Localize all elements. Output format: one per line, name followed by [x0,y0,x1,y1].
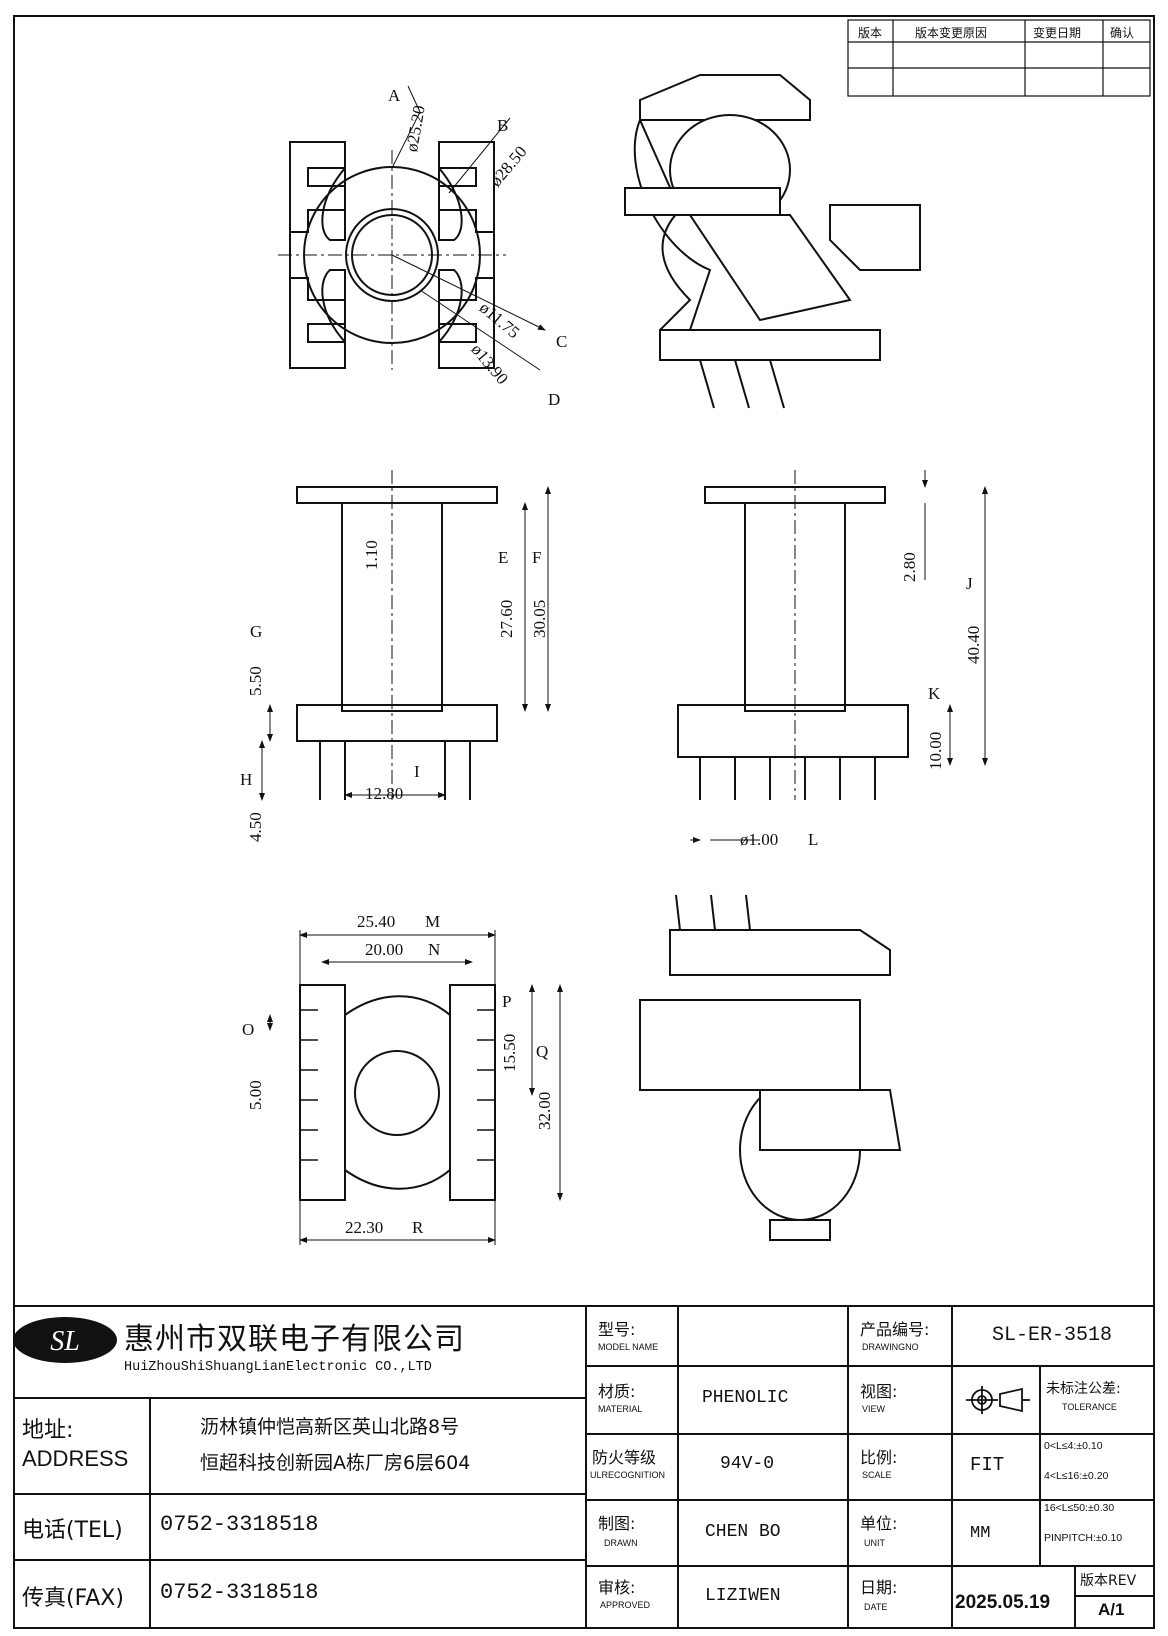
callout-letter-e: E [498,548,509,567]
dim-q-value: 32.00 [535,1091,554,1130]
callout-letter-d: D [548,390,561,409]
unit-label-en: UNIT [864,1538,885,1548]
rev-header-date: 变更日期 [1033,26,1082,40]
fire-value: 94V-0 [720,1454,775,1474]
callout-letter-r: R [412,1218,424,1237]
rev-header-version: 版本 [858,26,883,40]
tel-label: 电话(TEL) [22,1518,123,1543]
dim-r-value: 22.30 [345,1218,384,1237]
date-value: 2025.05.19 [955,1592,1051,1613]
tolerance-line-3: 16<L≤50:±0.30 [1044,1502,1115,1514]
callout-letter-p: P [502,992,512,1011]
scale-label-en: SCALE [862,1470,892,1480]
dim-2-80: 2.80 [900,552,919,582]
rev-value: A/1 [1098,1600,1125,1619]
rev-header-confirm: 确认 [1110,26,1135,40]
dim-h-value: 4.50 [246,812,265,842]
dim-g-value: 5.50 [246,666,265,696]
drawn-value: CHEN BO [705,1522,781,1542]
fax-value: 0752-3318518 [160,1580,319,1605]
sheet-border [13,15,1155,1629]
iso-view-bottom [639,894,902,1241]
scale-value: FIT [970,1454,1005,1476]
tolerance-line-2: 4<L≤16:±0.20 [1044,1470,1109,1482]
bottom-view [299,984,496,1201]
iso-view-top [624,74,921,409]
callout-letter-l: L [808,830,819,849]
callout-letter-c: C [556,332,568,351]
callout-letter-o: O [242,1020,255,1039]
callout-letter-f: F [532,548,542,567]
tolerance-label-en: TOLERANCE [1062,1402,1117,1412]
dim-j-value: 40.40 [964,625,983,664]
drawing-no-label-en: DRAWINGNO [862,1342,919,1352]
callout-letter-q: Q [536,1042,549,1061]
fire-label-cn: 防火等级 [592,1448,657,1467]
drawn-label-en: DRAWN [604,1538,638,1548]
address-line-1: 沥林镇仲恺高新区英山北路8号 [200,1416,460,1438]
tolerance-label-cn: 未标注公差: [1046,1381,1121,1397]
dim-f-value: 30.05 [530,599,549,638]
projection-symbol-icon [966,1386,1030,1414]
callout-letter-h: H [240,770,253,789]
tolerance-line-1: 0<L≤4:±0.10 [1044,1440,1103,1452]
address-label-cn: 地址: [22,1418,74,1443]
front-view [296,486,498,800]
model-label-cn: 型号: [598,1320,636,1339]
side-view [677,486,909,800]
model-label-en: MODEL NAME [598,1342,659,1352]
scale-label-cn: 比例: [860,1448,898,1467]
callout-letter-k: K [928,684,941,703]
material-value: PHENOLIC [702,1388,789,1408]
dim-e-value: 27.60 [497,599,516,638]
dim-1-10: 1.10 [362,540,381,570]
tel-value: 0752-3318518 [160,1512,319,1537]
callout-letter-j: J [966,574,973,593]
unit-label-cn: 单位: [860,1514,898,1533]
callout-letter-m: M [425,912,441,931]
callout-letter-b: B [497,116,509,135]
fax-label: 传真(FAX) [22,1586,124,1611]
approved-value: LIZIWEN [705,1586,781,1606]
drawn-label-cn: 制图: [598,1514,636,1533]
unit-value: MM [970,1524,991,1543]
fire-label-en: ULRECOGNITION [590,1470,666,1480]
date-label-cn: 日期: [860,1578,898,1597]
dim-k-value: 10.00 [926,731,945,770]
material-label-cn: 材质: [598,1382,636,1401]
svg-text:SL: SL [50,1326,80,1357]
dim-i-value: 12.80 [365,784,404,803]
drawing-no-label-cn: 产品编号: [860,1320,930,1339]
company-name-en: HuiZhouShiShuangLianElectronic CO.,LTD [124,1360,432,1375]
rev-header-reason: 版本变更原因 [915,26,988,40]
callout-letter-a: A [388,86,401,105]
callout-letter-i: I [414,762,420,781]
callout-letter-n: N [428,940,441,959]
bottom-view-dims [267,930,563,1245]
dim-p-value: 15.50 [500,1033,519,1072]
date-label-en: DATE [864,1602,888,1612]
dim-n-value: 20.00 [365,940,404,959]
tolerance-line-4: PINPITCH:±0.10 [1044,1532,1123,1544]
address-label-en: ADDRESS [22,1446,129,1471]
approved-label-en: APPROVED [600,1600,651,1610]
side-view-dims [690,470,988,843]
approved-label-cn: 审核: [598,1578,636,1597]
view-label-cn: 视图: [860,1382,898,1401]
callout-letter-g: G [250,622,263,641]
front-view-dims [259,486,551,801]
dim-l-value: ø1.00 [740,830,779,849]
dim-m-value: 25.40 [357,912,396,931]
dim-o-value: 5.00 [246,1080,265,1110]
material-label-en: MATERIAL [598,1404,643,1414]
company-logo: SL [13,1317,117,1363]
revision-table [847,19,1151,97]
rev-label: 版本REV [1080,1573,1137,1589]
view-label-en: VIEW [862,1404,886,1414]
company-name-cn: 惠州市双联电子有限公司 [124,1322,465,1357]
title-block-grid [14,1305,1154,1628]
address-line-2: 恒超科技创新园A栋厂房6层604 [200,1452,471,1474]
drawing-no-value: SL-ER-3518 [992,1324,1113,1347]
